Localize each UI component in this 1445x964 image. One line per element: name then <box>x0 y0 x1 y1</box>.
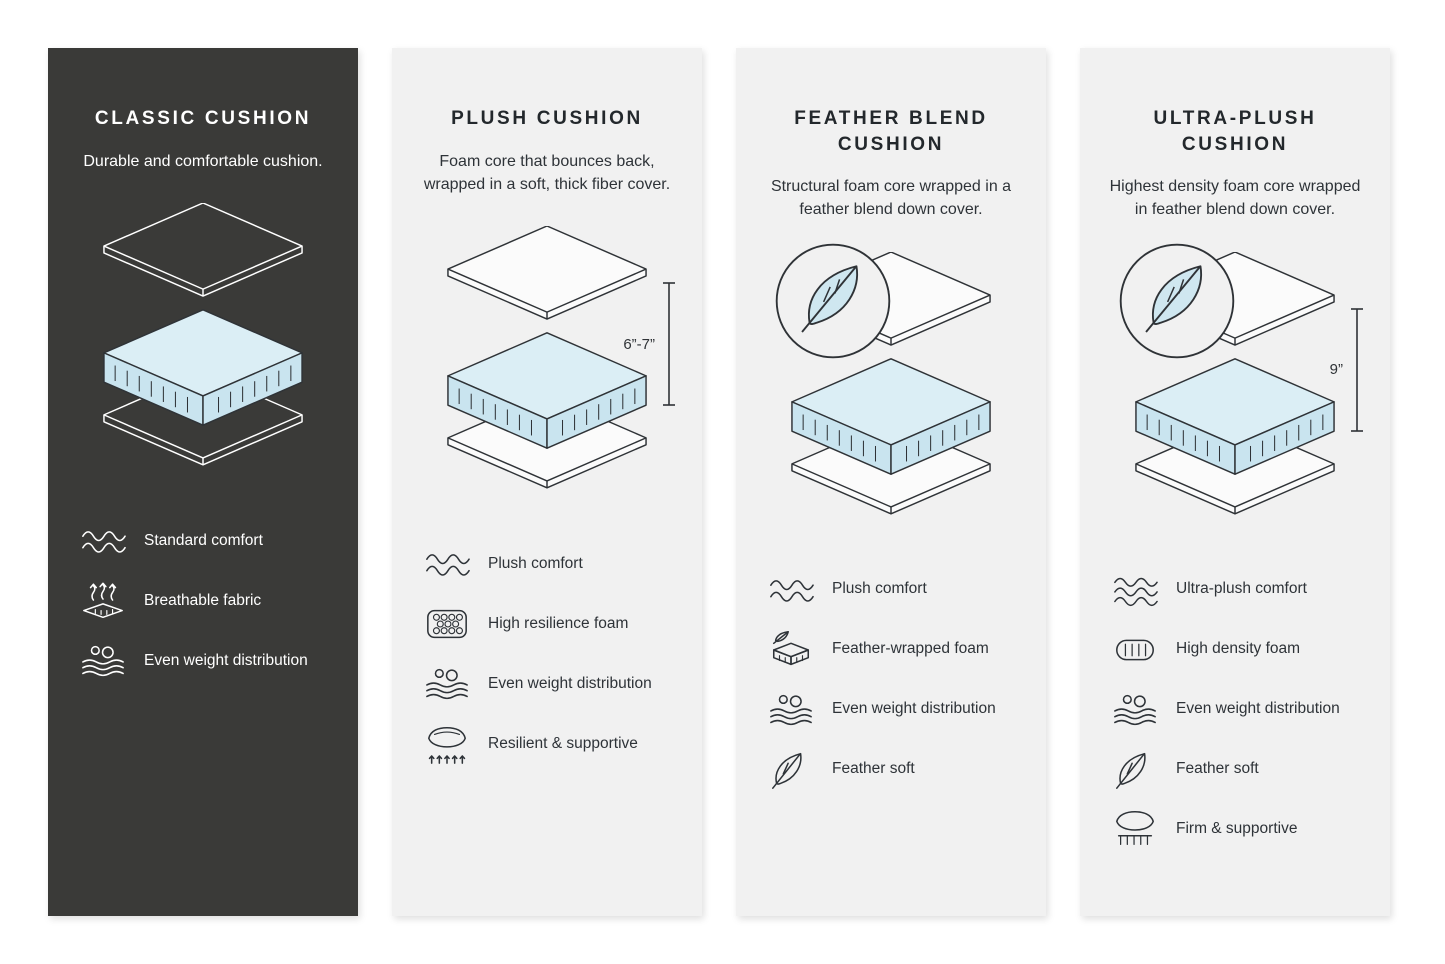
height-indicator: 6”-7” <box>623 282 676 406</box>
panel-description: Structural foam core wrapped in a feathe… <box>770 178 1012 219</box>
feature-list: Plush comfort Feather-wrapped foam <box>766 564 1016 796</box>
height-bracket-icon <box>663 282 675 406</box>
panel-title: PLUSH CUSHION <box>451 108 643 129</box>
feature-row: Plush comfort <box>422 538 672 590</box>
cushion-layers-diagram <box>74 202 332 491</box>
feature-label: Even weight distribution <box>832 700 996 718</box>
height-bracket-icon <box>1351 307 1363 432</box>
feature-label: High resilience foam <box>488 614 629 632</box>
feature-row: Firm & supportive <box>1110 804 1360 856</box>
feature-label: Ultra-plush comfort <box>1176 580 1307 598</box>
feature-list: Standard comfort Breathable fabric <box>78 515 328 687</box>
panel-description: Foam core that bounces back, wrapped in … <box>423 152 671 193</box>
feature-label: Feather-wrapped foam <box>832 640 989 658</box>
even-weight-icon <box>422 664 472 704</box>
honeycomb-icon <box>422 603 472 645</box>
feather-wrapped-foam-icon <box>766 630 816 670</box>
feature-row: High resilience foam <box>422 598 672 650</box>
height-label: 9” <box>1329 361 1343 379</box>
feature-list: Plush comfort High resilience foam <box>422 538 672 770</box>
panel-description: Durable and comfortable cushion. <box>83 152 323 170</box>
panel-ultra-plush-cushion: ULTRA-PLUSH CUSHION Highest density foam… <box>1080 48 1390 916</box>
feature-row: Ultra-plush comfort <box>1110 564 1360 616</box>
feature-row: Even weight distribution <box>1110 684 1360 736</box>
firm-icon <box>1110 808 1160 852</box>
panel-plush-cushion: PLUSH CUSHION Foam core that bounces bac… <box>392 48 702 916</box>
feature-row: Standard comfort <box>78 515 328 567</box>
feature-label: Firm & supportive <box>1176 820 1298 838</box>
panel-title: CLASSIC CUSHION <box>94 108 312 129</box>
feature-label: Breathable fabric <box>144 591 262 609</box>
feature-label: High density foam <box>1176 640 1301 658</box>
feather-badge-icon <box>775 243 891 358</box>
cushion-comparison-infographic: CLASSIC CUSHION Durable and comfortable … <box>48 48 1390 916</box>
feature-label: Standard comfort <box>144 531 263 549</box>
feature-label: Even weight distribution <box>1176 700 1340 718</box>
feature-label: Feather soft <box>1176 760 1259 778</box>
wave-icon <box>78 524 128 558</box>
feature-row: Feather soft <box>766 744 1016 796</box>
height-indicator: 9” <box>1329 307 1364 432</box>
feature-row: Even weight distribution <box>78 635 328 687</box>
feature-list: Ultra-plush comfort High density foam <box>1110 564 1360 856</box>
feature-row: Feather-wrapped foam <box>766 624 1016 676</box>
wave-icon <box>766 573 816 607</box>
feather-icon <box>1110 748 1160 792</box>
panel-description: Highest density foam core wrapped in fea… <box>1109 178 1361 219</box>
feature-label: Feather soft <box>832 760 915 778</box>
high-density-foam-icon <box>1110 630 1160 670</box>
feature-label: Plush comfort <box>832 580 927 598</box>
cushion-layers-diagram <box>762 243 1020 540</box>
feature-row: Resilient & supportive <box>422 718 672 770</box>
panel-title: FEATHER BLEND CUSHION <box>794 108 988 155</box>
feather-badge-icon <box>1119 243 1235 358</box>
feature-row: Feather soft <box>1110 744 1360 796</box>
panel-feather-blend-cushion: FEATHER BLEND CUSHION Structural foam co… <box>736 48 1046 916</box>
breathable-fabric-icon <box>78 580 128 622</box>
feature-label: Plush comfort <box>488 554 583 572</box>
feature-row: High density foam <box>1110 624 1360 676</box>
feature-row: Plush comfort <box>766 564 1016 616</box>
cushion-layers-diagram: 6”-7” <box>418 226 676 514</box>
panel-classic-cushion: CLASSIC CUSHION Durable and comfortable … <box>48 48 358 916</box>
feature-label: Even weight distribution <box>144 651 308 669</box>
feature-label: Resilient & supportive <box>488 734 638 752</box>
cushion-layers-illustration <box>103 202 303 465</box>
feature-row: Even weight distribution <box>422 658 672 710</box>
feature-label: Even weight distribution <box>488 674 652 692</box>
height-label: 6”-7” <box>623 335 655 353</box>
wave-icon <box>422 547 472 581</box>
even-weight-icon <box>1110 690 1160 730</box>
even-weight-icon <box>78 641 128 681</box>
feature-row: Even weight distribution <box>766 684 1016 736</box>
feature-row: Breathable fabric <box>78 575 328 627</box>
cushion-layers-diagram: 9” <box>1106 243 1364 540</box>
even-weight-icon <box>766 690 816 730</box>
resilient-icon <box>422 722 472 766</box>
feather-icon <box>766 748 816 792</box>
panel-title: ULTRA-PLUSH CUSHION <box>1153 108 1317 155</box>
wave-icon <box>1110 573 1160 607</box>
